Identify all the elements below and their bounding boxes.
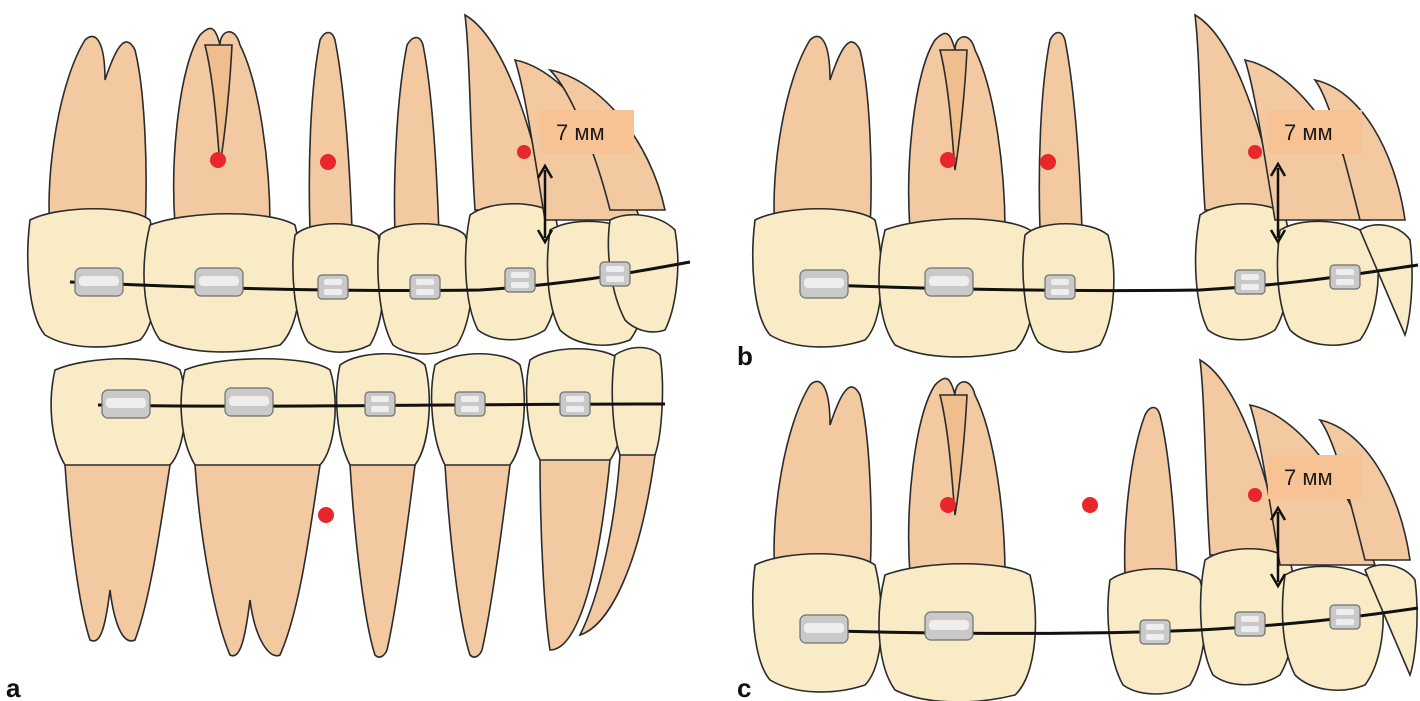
panel-c <box>753 360 1418 701</box>
svg-text:7 мм: 7 мм <box>1284 120 1333 145</box>
svg-text:7 мм: 7 мм <box>1284 465 1333 490</box>
measurement-label-c: 7 мм <box>1268 455 1362 499</box>
panel-a-lower-arch <box>51 348 665 658</box>
panel-b <box>753 15 1418 357</box>
panel-a-upper-arch <box>28 15 690 354</box>
measurement-label-a: 7 мм <box>540 110 634 154</box>
svg-text:7 мм: 7 мм <box>556 120 605 145</box>
panel-letter-a: a <box>6 673 21 701</box>
panel-letter-b: b <box>737 341 753 371</box>
panel-letter-c: c <box>737 673 751 701</box>
measurement-label-b: 7 мм <box>1268 110 1362 154</box>
